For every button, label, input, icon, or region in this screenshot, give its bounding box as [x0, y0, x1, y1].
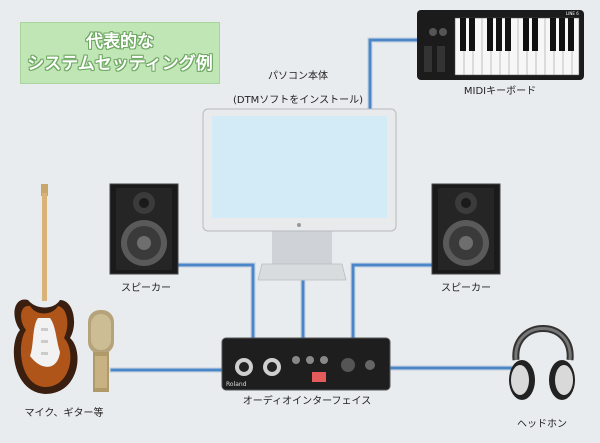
mic-guitar-label: マイク、ギター等	[25, 406, 104, 419]
keyboard-brand-text: LINE 6	[566, 11, 579, 16]
left-speaker-icon	[109, 183, 179, 275]
left-speaker-label: スピーカー	[121, 282, 171, 294]
right-speaker-label: スピーカー	[441, 282, 491, 294]
computer-label-line1: パソコン本体	[268, 69, 328, 82]
headphones-label: ヘッドホン	[517, 418, 567, 430]
cable-right-speaker	[351, 263, 442, 340]
guitar-icon	[13, 184, 78, 394]
computer-monitor-icon	[202, 108, 397, 281]
midi-keyboard-label: MIDIキーボード	[464, 85, 536, 97]
audio-interface-icon: Roland	[221, 337, 391, 391]
cable-left-speaker	[178, 263, 255, 340]
title-box: 代表的な システムセッティング例	[20, 22, 220, 84]
cables	[109, 37, 515, 373]
cable-lines	[110, 38, 514, 372]
interface-brand-text: Roland	[226, 381, 247, 388]
microphone-icon	[88, 310, 114, 392]
title-line-2: システムセッティング例	[27, 54, 213, 74]
midi-keyboard-icon: LINE 6	[417, 10, 584, 80]
cable-computer-midi	[368, 38, 422, 112]
audio-interface-label: オーディオインターフェイス	[243, 394, 371, 407]
right-speaker-icon	[431, 183, 501, 275]
title-line-1: 代表的な	[86, 32, 154, 52]
computer-label-line2: (DTMソフトをインストール)	[233, 94, 363, 106]
headphones-icon	[509, 325, 575, 400]
